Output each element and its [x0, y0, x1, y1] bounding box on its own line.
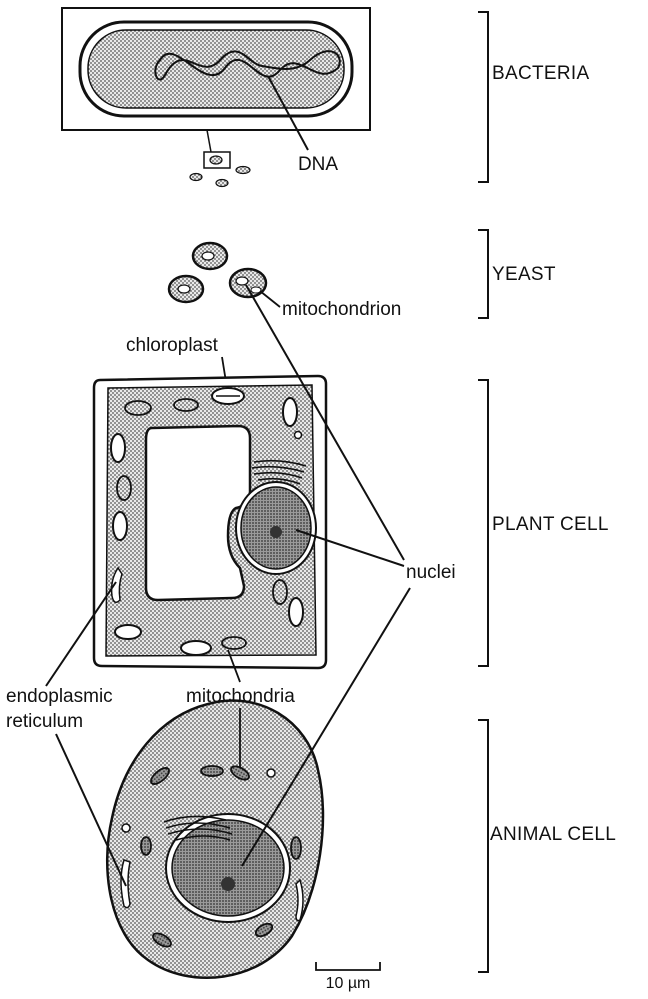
bacteria-group-label: BACTERIA [492, 63, 589, 84]
bacterium-cytoplasm [88, 30, 344, 108]
mitochondrion-pointer-line [260, 291, 280, 307]
chloroplast [115, 625, 141, 639]
scale-bar-label: 10 µm [326, 975, 371, 992]
yeast-bracket [478, 230, 488, 318]
chloroplast-label: chloroplast [126, 335, 219, 356]
chloroplast [181, 641, 211, 655]
bacteria-section: DNA BACTERIA [62, 8, 589, 187]
animal-nucleus [172, 820, 284, 916]
yeast-nucleus [178, 285, 190, 293]
chloroplast [273, 580, 287, 604]
peroxisome [295, 432, 302, 439]
animal-bracket [478, 720, 488, 972]
er-label-line1: endoplasmic [6, 686, 113, 707]
bacterium-small [190, 174, 202, 181]
dna-label: DNA [298, 154, 338, 175]
animal-group-label: ANIMAL CELL [490, 824, 616, 845]
yeast-group-label: YEAST [492, 264, 556, 285]
inset-pointer-line [207, 130, 211, 152]
er-label-line2: reticulum [6, 711, 83, 732]
chloroplast [222, 637, 246, 649]
plant-group-label: PLANT CELL [492, 514, 609, 535]
mitochondrion [291, 837, 301, 859]
chloroplast [174, 399, 198, 411]
yeast-mitochondrion [251, 287, 261, 293]
yeast-nucleus [202, 252, 214, 260]
chloroplast [117, 476, 131, 500]
animal-nucleolus [221, 877, 235, 891]
mitochondrion-label: mitochondrion [282, 299, 401, 320]
scale-bar [316, 962, 380, 970]
chloroplast [289, 598, 303, 626]
mitochondrion [141, 837, 151, 855]
chloroplast [111, 434, 125, 462]
bacterium-small [236, 167, 250, 174]
mitochondrion [201, 766, 223, 776]
mitochondria-label: mitochondria [186, 686, 295, 707]
plant-nucleolus [270, 526, 282, 538]
yeast-nucleus [236, 277, 248, 285]
bacterium-small [216, 180, 228, 187]
vesicle [122, 824, 130, 832]
chloroplast [125, 401, 151, 415]
yeast-section: mitochondrion YEAST [169, 230, 556, 320]
bacteria-bracket [478, 12, 488, 182]
chloroplast [113, 512, 127, 540]
chloroplast [283, 398, 297, 426]
plant-bracket [478, 380, 488, 666]
animal-cell-section: ANIMAL CELL 10 µm [107, 701, 616, 992]
nuclei-label: nuclei [406, 562, 456, 583]
plant-cell-section: chloroplast [94, 335, 609, 668]
yeast-cell [230, 269, 266, 297]
bacterium-small [210, 156, 222, 164]
vesicle [267, 769, 275, 777]
